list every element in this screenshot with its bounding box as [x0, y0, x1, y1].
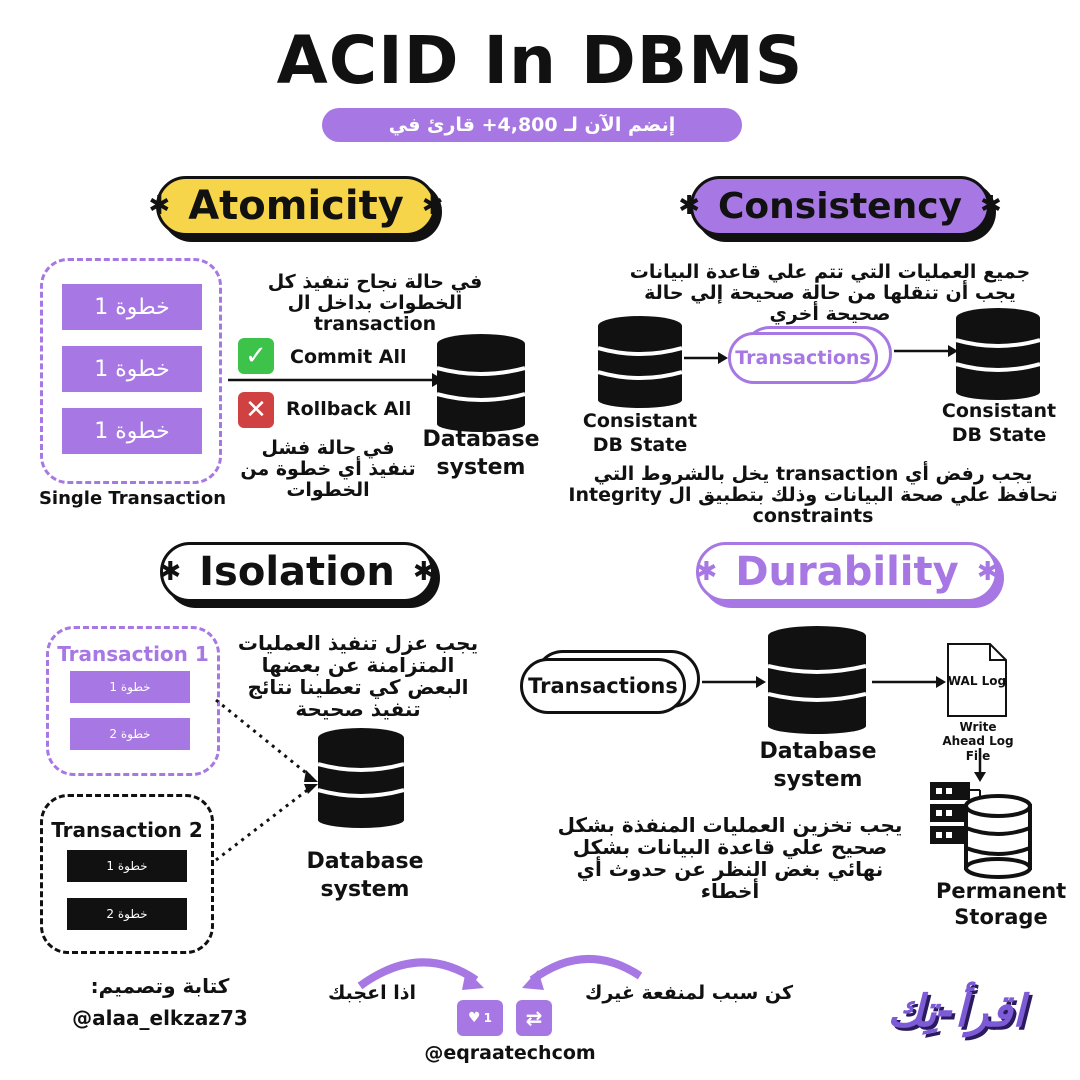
- transactions-pill: Transactions: [728, 332, 878, 384]
- sparkle-icon: ✱: [980, 191, 1002, 221]
- sparkle-icon: ✱: [421, 191, 444, 221]
- transaction-2-container: [40, 794, 214, 954]
- durability-transactions-pill: Transactions: [520, 658, 686, 714]
- consistency-note-top: جميع العمليات التي تتم علي قاعدة البيانا…: [629, 261, 1031, 325]
- single-transaction-container: [40, 258, 222, 484]
- arrow: [872, 676, 946, 688]
- consistency-left-db-label: Consistant DB State: [582, 410, 698, 456]
- commit-all-label: Commit All: [290, 346, 407, 368]
- atomicity-db-label: Database system: [422, 427, 540, 480]
- database-icon: [598, 316, 682, 408]
- like-count: 1: [483, 1011, 492, 1025]
- like-text: اذا اعجبك: [327, 982, 417, 1004]
- repost-button[interactable]: ⇄: [516, 1000, 552, 1036]
- consistency-note-bottom: يجب رفض أي transaction يخل بالشروط التي …: [568, 463, 1058, 527]
- transaction-2-step-1: خطوة 1: [67, 850, 187, 882]
- share-text: كن سبب لمنفعة غيرك: [584, 982, 794, 1004]
- check-icon: ✓: [238, 338, 274, 374]
- durability-note: يجب تخزين العمليات المنفذة بشكل صحيح علي…: [557, 813, 903, 903]
- sparkle-icon: ✱: [159, 557, 182, 587]
- database-icon: [956, 308, 1040, 400]
- arrow: [702, 676, 766, 688]
- database-icon: [437, 334, 525, 432]
- permanent-storage-label: Permanent Storage: [936, 879, 1067, 930]
- sparkle-icon: ✱: [976, 557, 999, 587]
- dotted-arrows: [215, 698, 318, 862]
- database-icon: [768, 626, 866, 734]
- atomicity-heading: ✱ Atomicity ✱: [148, 176, 444, 236]
- consistency-heading-label: Consistency: [717, 185, 963, 227]
- atomicity-step-3: خطوة 1: [62, 408, 202, 454]
- sparkle-icon: ✱: [678, 191, 700, 221]
- transaction-2-step-2: خطوة 2: [67, 898, 187, 930]
- arrow: [684, 352, 728, 364]
- cross-icon: ✕: [238, 392, 274, 428]
- like-button[interactable]: ♥ 1: [457, 1000, 503, 1036]
- wal-caption: Write Ahead Log File: [942, 720, 1014, 763]
- atomicity-fail-note: في حالة فشل تنفيذ أي خطوة من الخطوات: [240, 437, 416, 501]
- atomicity-heading-label: Atomicity: [188, 183, 404, 229]
- single-transaction-label: Single Transaction: [38, 488, 227, 509]
- wal-log-label: WAL Log: [947, 674, 1007, 688]
- atomicity-success-note: في حالة نجاح تنفيذ كل الخطوات بداخل ال t…: [267, 271, 483, 335]
- atomicity-step-1: خطوة 1: [62, 284, 202, 330]
- sparkle-icon: ✱: [148, 191, 171, 221]
- database-icon: [318, 728, 404, 828]
- credit-handle[interactable]: @alaa_elkzaz73: [72, 1006, 248, 1030]
- document-icon: [947, 643, 1007, 717]
- repost-icon: ⇄: [525, 1006, 543, 1030]
- arrow: [894, 345, 958, 357]
- transaction-2-title: Transaction 2: [51, 818, 203, 842]
- transaction-1-title: Transaction 1: [57, 642, 209, 666]
- transaction-1-step-1: خطوة 1: [70, 671, 190, 703]
- sparkle-icon: ✱: [695, 557, 718, 587]
- storage-icon: [930, 782, 1032, 879]
- isolation-note: يجب عزل تنفيذ العمليات المتزامنة عن بعضه…: [237, 631, 479, 721]
- sparkle-icon: ✱: [412, 557, 435, 587]
- isolation-db-label: Database system: [306, 849, 424, 902]
- curved-arrows: [357, 955, 643, 990]
- durability-heading-label: Durability: [735, 549, 959, 595]
- credit-title: كتابة وتصميم:: [90, 974, 230, 998]
- consistency-right-db-label: Consistant DB State: [941, 400, 1057, 446]
- heart-icon: ♥: [468, 1010, 481, 1026]
- brand-logo: اقرأ-تِك: [887, 986, 1025, 1037]
- rollback-all-label: Rollback All: [286, 398, 412, 420]
- isolation-heading: ✱ Isolation ✱: [159, 542, 435, 602]
- transaction-1-step-2: خطوة 2: [70, 718, 190, 750]
- isolation-heading-label: Isolation: [199, 549, 395, 595]
- banner[interactable]: إنضم الآن لـ 4,800+ قارئ في eqraatech.co…: [322, 108, 742, 170]
- footer-handle[interactable]: @eqraatechcom: [424, 1042, 596, 1064]
- page-title: ACID In DBMS: [276, 22, 804, 99]
- durability-db-label: Database system: [759, 739, 877, 792]
- commit-arrow: [228, 373, 444, 387]
- atomicity-step-2: خطوة 1: [62, 346, 202, 392]
- durability-heading: ✱ Durability ✱: [696, 542, 998, 602]
- arrow-down: [974, 748, 986, 782]
- consistency-heading: ✱ Consistency ✱: [678, 176, 1002, 236]
